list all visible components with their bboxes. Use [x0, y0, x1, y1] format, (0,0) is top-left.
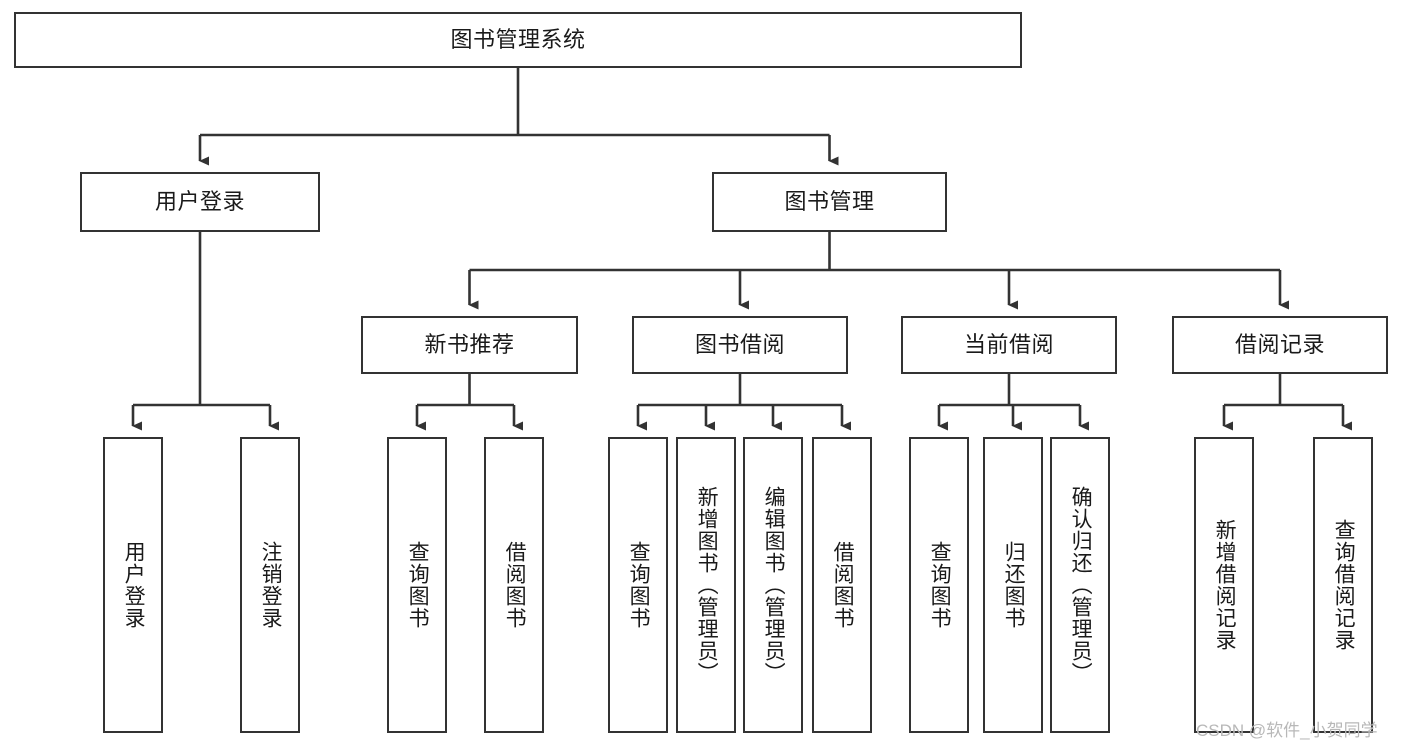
node-label: 图书借阅	[694, 331, 785, 357]
node-label: 归还图书	[1002, 541, 1026, 629]
category-node-node-3-借阅记录[interactable]: 借阅记录	[1172, 316, 1388, 374]
node-label: 用户登录	[122, 541, 146, 629]
node-label: 查询图书	[928, 541, 952, 629]
branch-node-node-1-图书管理[interactable]: 图书管理	[712, 172, 947, 232]
leaf-node-node-4-查询图书[interactable]: 查询图书	[608, 437, 668, 733]
root-node-node-0-图书管理系统[interactable]: 图书管理系统	[14, 12, 1022, 68]
node-label: 编辑图书（管理员）	[762, 486, 786, 684]
node-label: 图书管理系统	[450, 26, 586, 52]
branch-node-node-0-用户登录[interactable]: 用户登录	[80, 172, 320, 232]
leaf-node-node-7-借阅图书[interactable]: 借阅图书	[812, 437, 872, 733]
leaf-node-node-9-归还图书[interactable]: 归还图书	[983, 437, 1043, 733]
leaf-node-node-2-查询图书[interactable]: 查询图书	[387, 437, 447, 733]
category-node-node-1-图书借阅[interactable]: 图书借阅	[632, 316, 848, 374]
leaf-node-node-6-编辑图书管理员[interactable]: 编辑图书（管理员）	[743, 437, 803, 733]
node-label: 确认归还（管理员）	[1069, 486, 1093, 684]
node-label: 查询图书	[627, 541, 651, 629]
node-label: 借阅图书	[831, 541, 855, 629]
node-label: 新增借阅记录	[1213, 519, 1237, 651]
node-label: 借阅图书	[503, 541, 527, 629]
node-label: 当前借阅	[963, 331, 1054, 357]
node-label: 查询借阅记录	[1332, 519, 1356, 651]
leaf-node-node-10-确认归还管理员[interactable]: 确认归还（管理员）	[1050, 437, 1110, 733]
node-label: 用户登录	[154, 188, 245, 214]
node-label: 借阅记录	[1234, 331, 1325, 357]
leaf-node-node-12-查询借阅记录[interactable]: 查询借阅记录	[1313, 437, 1373, 733]
node-label: 新增图书（管理员）	[695, 486, 719, 684]
node-label: 注销登录	[259, 541, 283, 629]
node-label: 查询图书	[406, 541, 430, 629]
leaf-node-node-11-新增借阅记录[interactable]: 新增借阅记录	[1194, 437, 1254, 733]
leaf-node-node-1-注销登录[interactable]: 注销登录	[240, 437, 300, 733]
node-label: 新书推荐	[424, 331, 515, 357]
leaf-node-node-8-查询图书[interactable]: 查询图书	[909, 437, 969, 733]
node-label: 图书管理	[784, 188, 875, 214]
category-node-node-0-新书推荐[interactable]: 新书推荐	[361, 316, 578, 374]
leaf-node-node-0-用户登录[interactable]: 用户登录	[103, 437, 163, 733]
leaf-node-node-5-新增图书管理员[interactable]: 新增图书（管理员）	[676, 437, 736, 733]
leaf-node-node-3-借阅图书[interactable]: 借阅图书	[484, 437, 544, 733]
category-node-node-2-当前借阅[interactable]: 当前借阅	[901, 316, 1117, 374]
